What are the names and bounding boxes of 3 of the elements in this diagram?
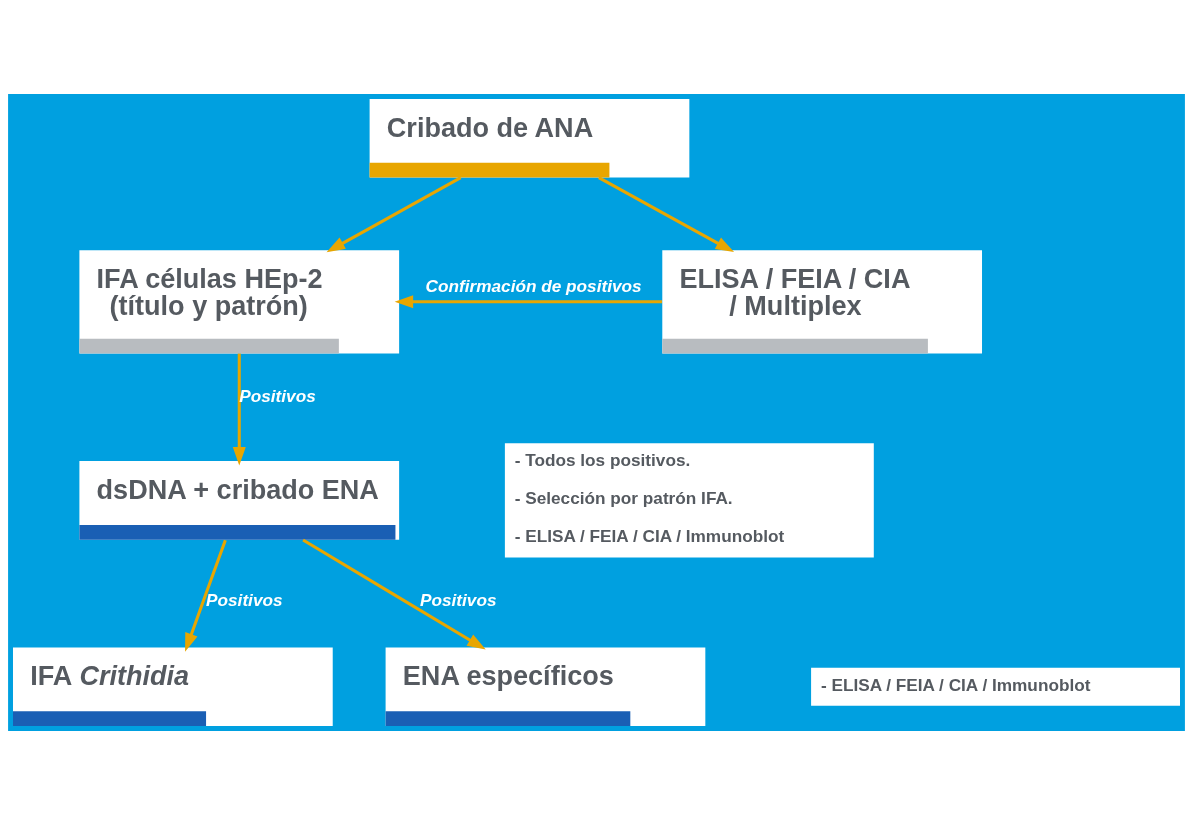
edge-label: Confirmación de positivos xyxy=(425,276,642,297)
edge-label: Positivos xyxy=(206,589,283,610)
edge-label: Positivos xyxy=(420,589,497,610)
